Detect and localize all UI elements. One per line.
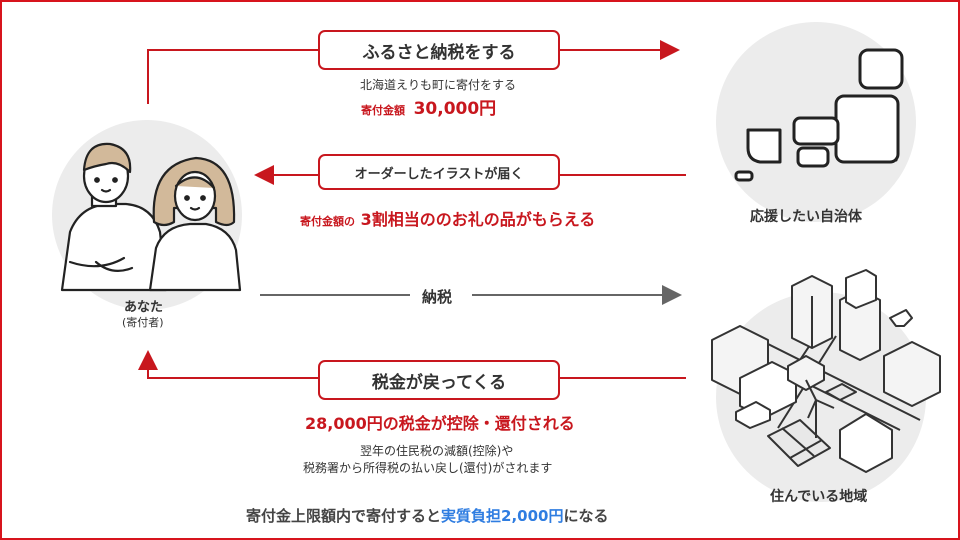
donate-step-text: ふるさと納税をする (362, 42, 516, 63)
donate-target-text: 北海道えりも町に寄付をする (360, 78, 517, 92)
tax-label: 納税 (422, 288, 453, 306)
municipality-label: 応援したい自治体 (750, 209, 862, 225)
refund-step-label: 税金が戻ってくる (318, 360, 560, 400)
gift-benefit-main: 3割相当ののお礼の品がもらえる (360, 210, 596, 229)
you-label: あなた (124, 300, 164, 315)
gift-benefit-prefix: 寄付金額の (300, 215, 355, 228)
you-sublabel: (寄付者) (122, 316, 164, 329)
town-illustration (711, 269, 941, 473)
donate-amount-row: 寄付金額 30,000円 (361, 94, 496, 119)
footer-note: 寄付金上限額内で寄付すると実質負担2,000円になる (246, 505, 608, 526)
donate-amount-prefix: 寄付金額 (361, 104, 405, 117)
donate-step-label: ふるさと納税をする (318, 30, 560, 70)
people-illustration (60, 142, 242, 292)
gift-step-text: オーダーしたイラストが届く (354, 166, 524, 182)
region-label: 住んでいる地域 (770, 489, 868, 505)
gift-benefit-row: 寄付金額の 3割相当ののお礼の品がもらえる (300, 206, 595, 230)
gift-step-label: オーダーしたイラストが届く (318, 154, 560, 190)
footer-prefix: 寄付金上限額内で寄付すると (246, 507, 442, 525)
refund-note-1: 翌年の住民税の減額(控除)や (360, 444, 514, 458)
refund-note-2: 税務署から所得税の払い戻し(還付)がされます (303, 461, 553, 475)
refund-step-text: 税金が戻ってくる (371, 372, 507, 393)
japan-map-icon (734, 48, 904, 182)
refund-headline: 28,000円の税金が控除・還付される (305, 414, 575, 433)
donate-amount-value: 30,000円 (413, 99, 497, 119)
footer-suffix: になる (563, 507, 609, 525)
footer-highlight: 実質負担2,000円 (441, 507, 564, 525)
